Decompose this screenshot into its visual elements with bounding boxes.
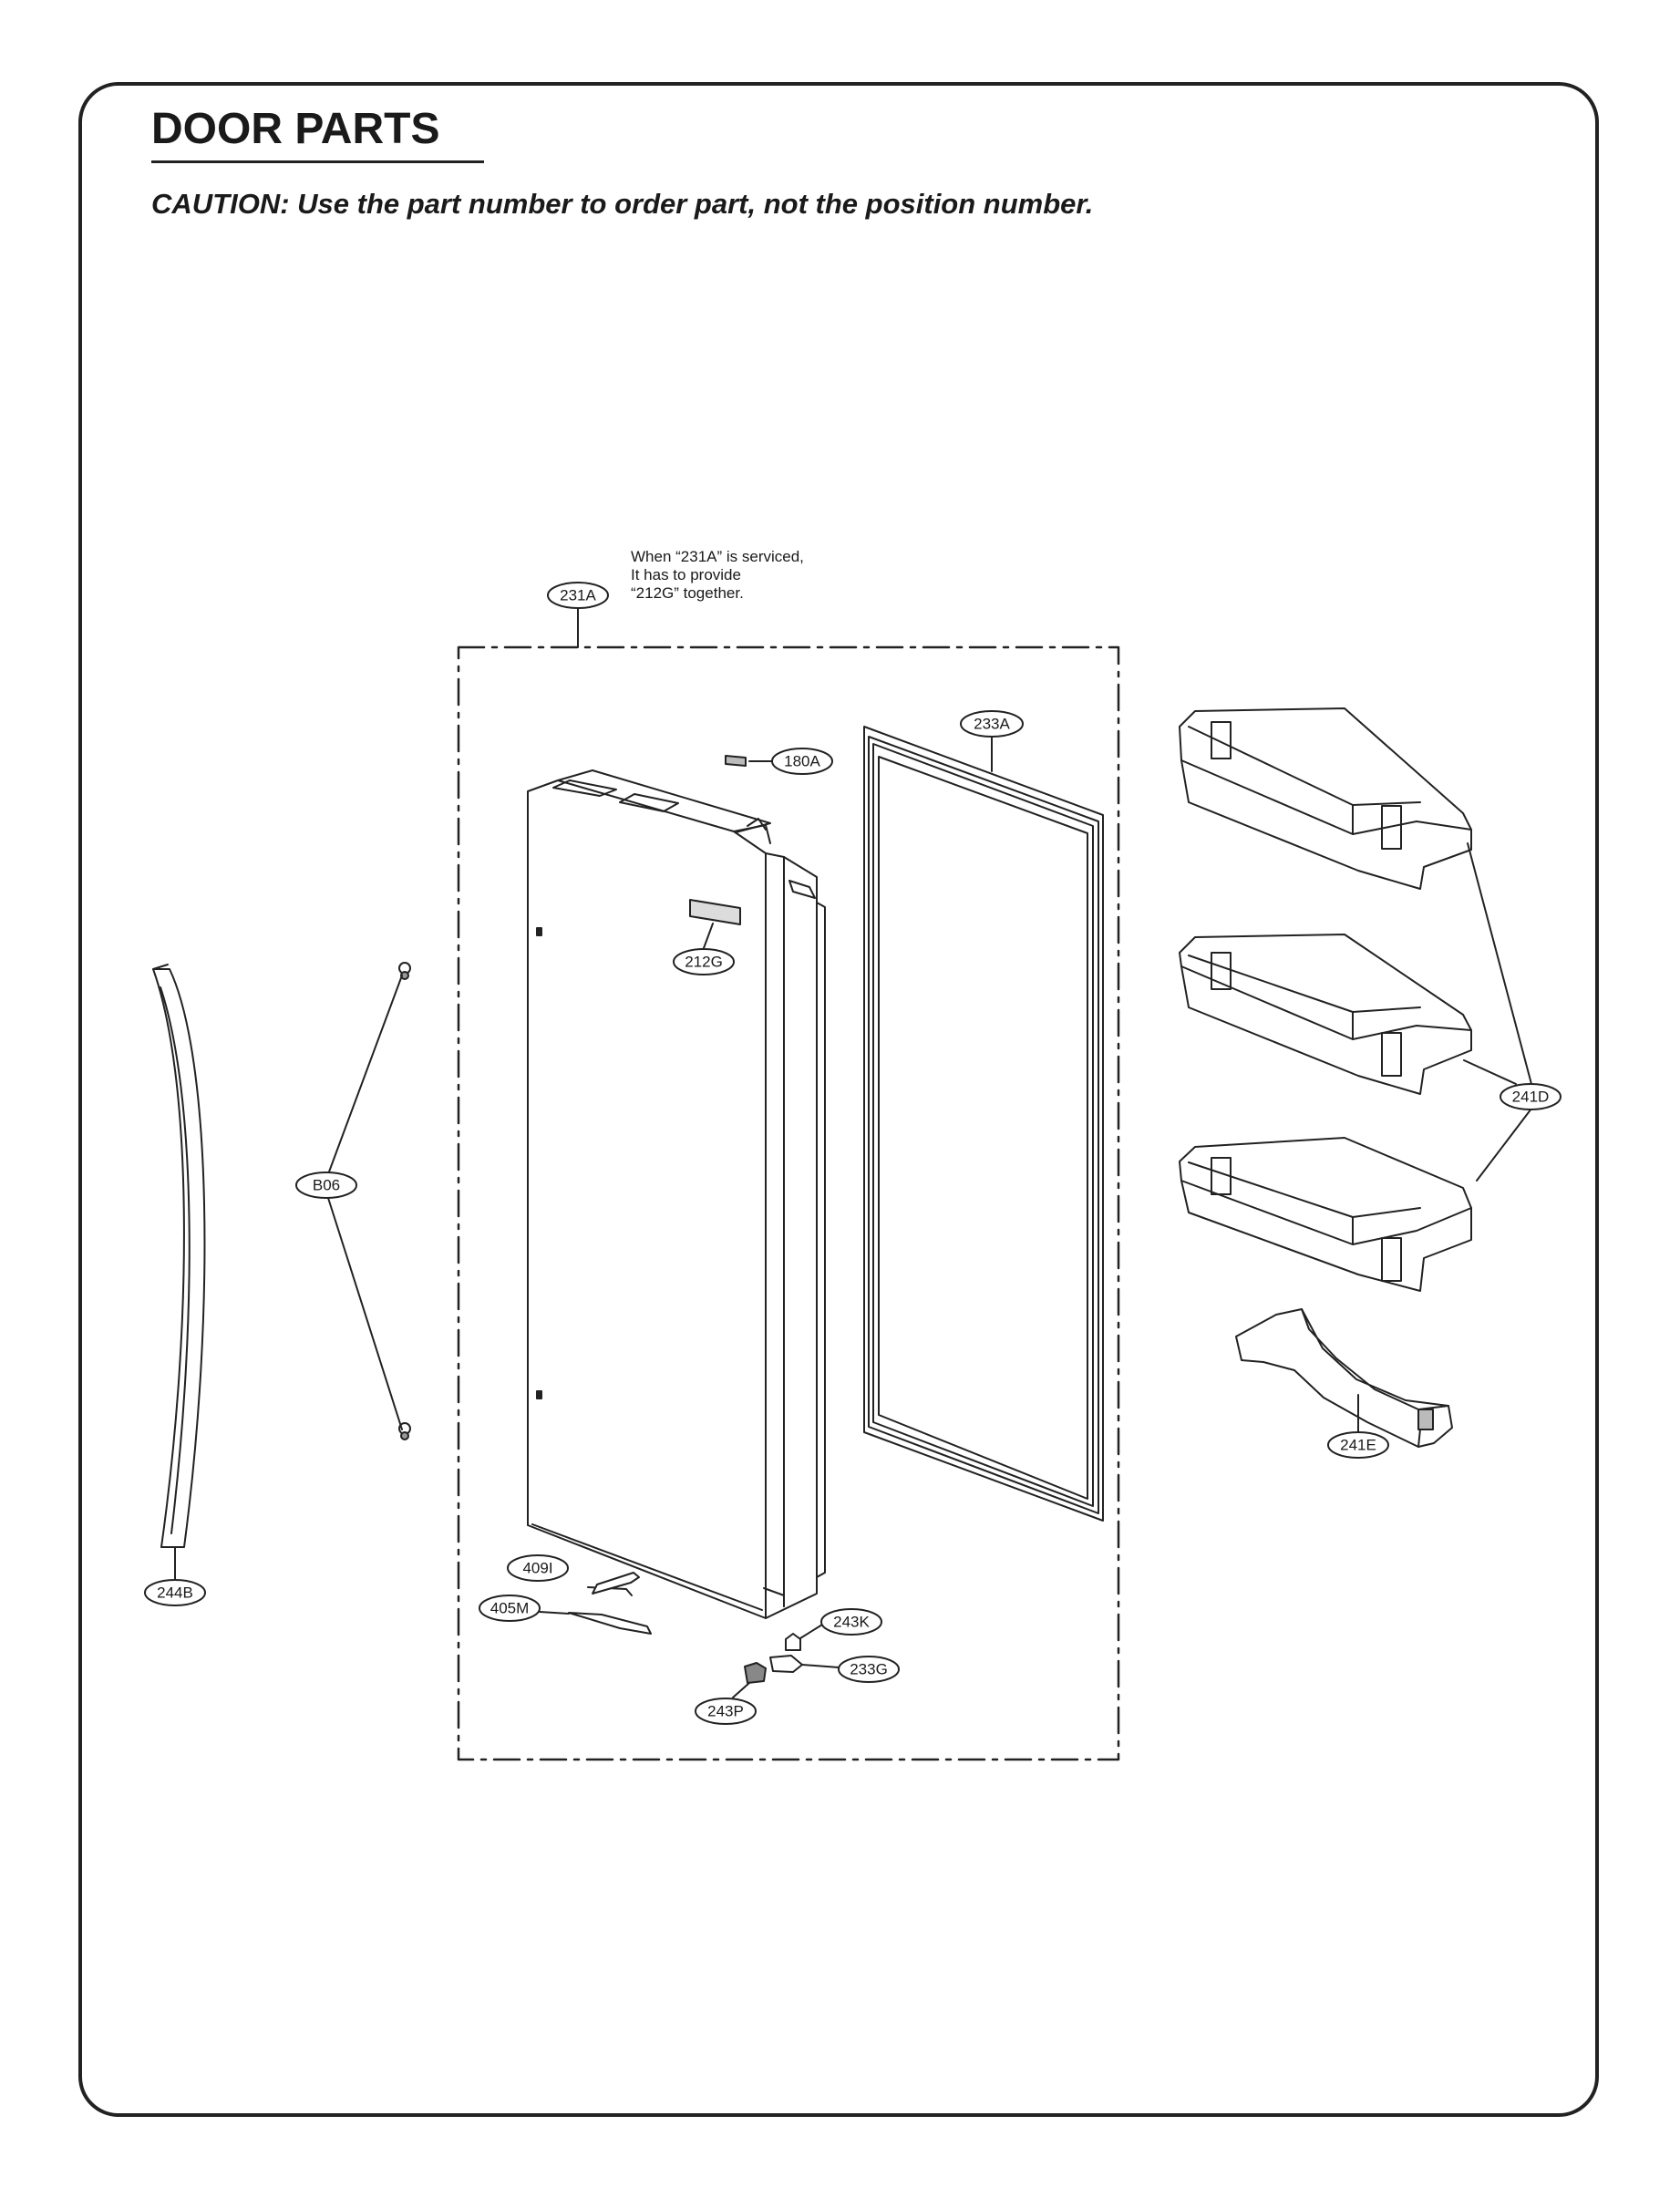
door-bin-241E xyxy=(1235,1308,1453,1448)
callout-233A: 233A xyxy=(974,716,1010,733)
service-note-line-2: It has to provide xyxy=(631,566,741,583)
hinge-pins-B06 xyxy=(327,962,411,1440)
callout-212G: 212G xyxy=(685,954,723,971)
callout-405M: 405M xyxy=(490,1600,530,1617)
leader-B06-upper xyxy=(327,975,403,1175)
part-409I xyxy=(587,1572,640,1596)
part-405M xyxy=(539,1611,652,1635)
callout-243K: 243K xyxy=(833,1614,870,1631)
callout-B06: B06 xyxy=(313,1177,340,1194)
callout-409I: 409I xyxy=(522,1560,552,1577)
leader-241D-upper xyxy=(1467,842,1532,1085)
part-243P xyxy=(732,1662,767,1698)
callout-244B: 244B xyxy=(157,1584,193,1602)
leader-212G xyxy=(703,923,714,949)
callout-231A: 231A xyxy=(560,587,596,604)
callout-241E: 241E xyxy=(1340,1437,1376,1454)
title-underline xyxy=(151,160,484,163)
callout-233G: 233G xyxy=(850,1661,888,1678)
service-note: When “231A” is serviced, It has to provi… xyxy=(631,548,804,603)
callout-180A: 180A xyxy=(784,753,820,770)
handle-244B xyxy=(152,964,206,1581)
callout-241D: 241D xyxy=(1512,1089,1550,1106)
leader-241D-lower xyxy=(1476,1108,1532,1182)
assembly-boundary xyxy=(457,645,1120,1761)
door-bin-1 xyxy=(1179,707,1472,890)
leader-B06-lower xyxy=(327,1197,403,1430)
service-note-line-3: “212G” together. xyxy=(631,584,744,602)
part-233G xyxy=(769,1655,840,1673)
door-assembly xyxy=(527,769,826,1619)
door-bin-3 xyxy=(1179,1137,1472,1292)
service-note-line-1: When “231A” is serviced, xyxy=(631,548,804,565)
page-border xyxy=(78,82,1599,2117)
part-243K xyxy=(785,1624,823,1651)
caution-text: CAUTION: Use the part number to order pa… xyxy=(151,188,1094,220)
page-title: DOOR PARTS xyxy=(151,105,440,153)
callout-243P: 243P xyxy=(707,1703,744,1720)
leader-241D-middle xyxy=(1463,1059,1517,1085)
clip-180A xyxy=(725,755,778,767)
door-bin-2 xyxy=(1179,934,1472,1095)
gasket-233A xyxy=(863,726,1104,1522)
